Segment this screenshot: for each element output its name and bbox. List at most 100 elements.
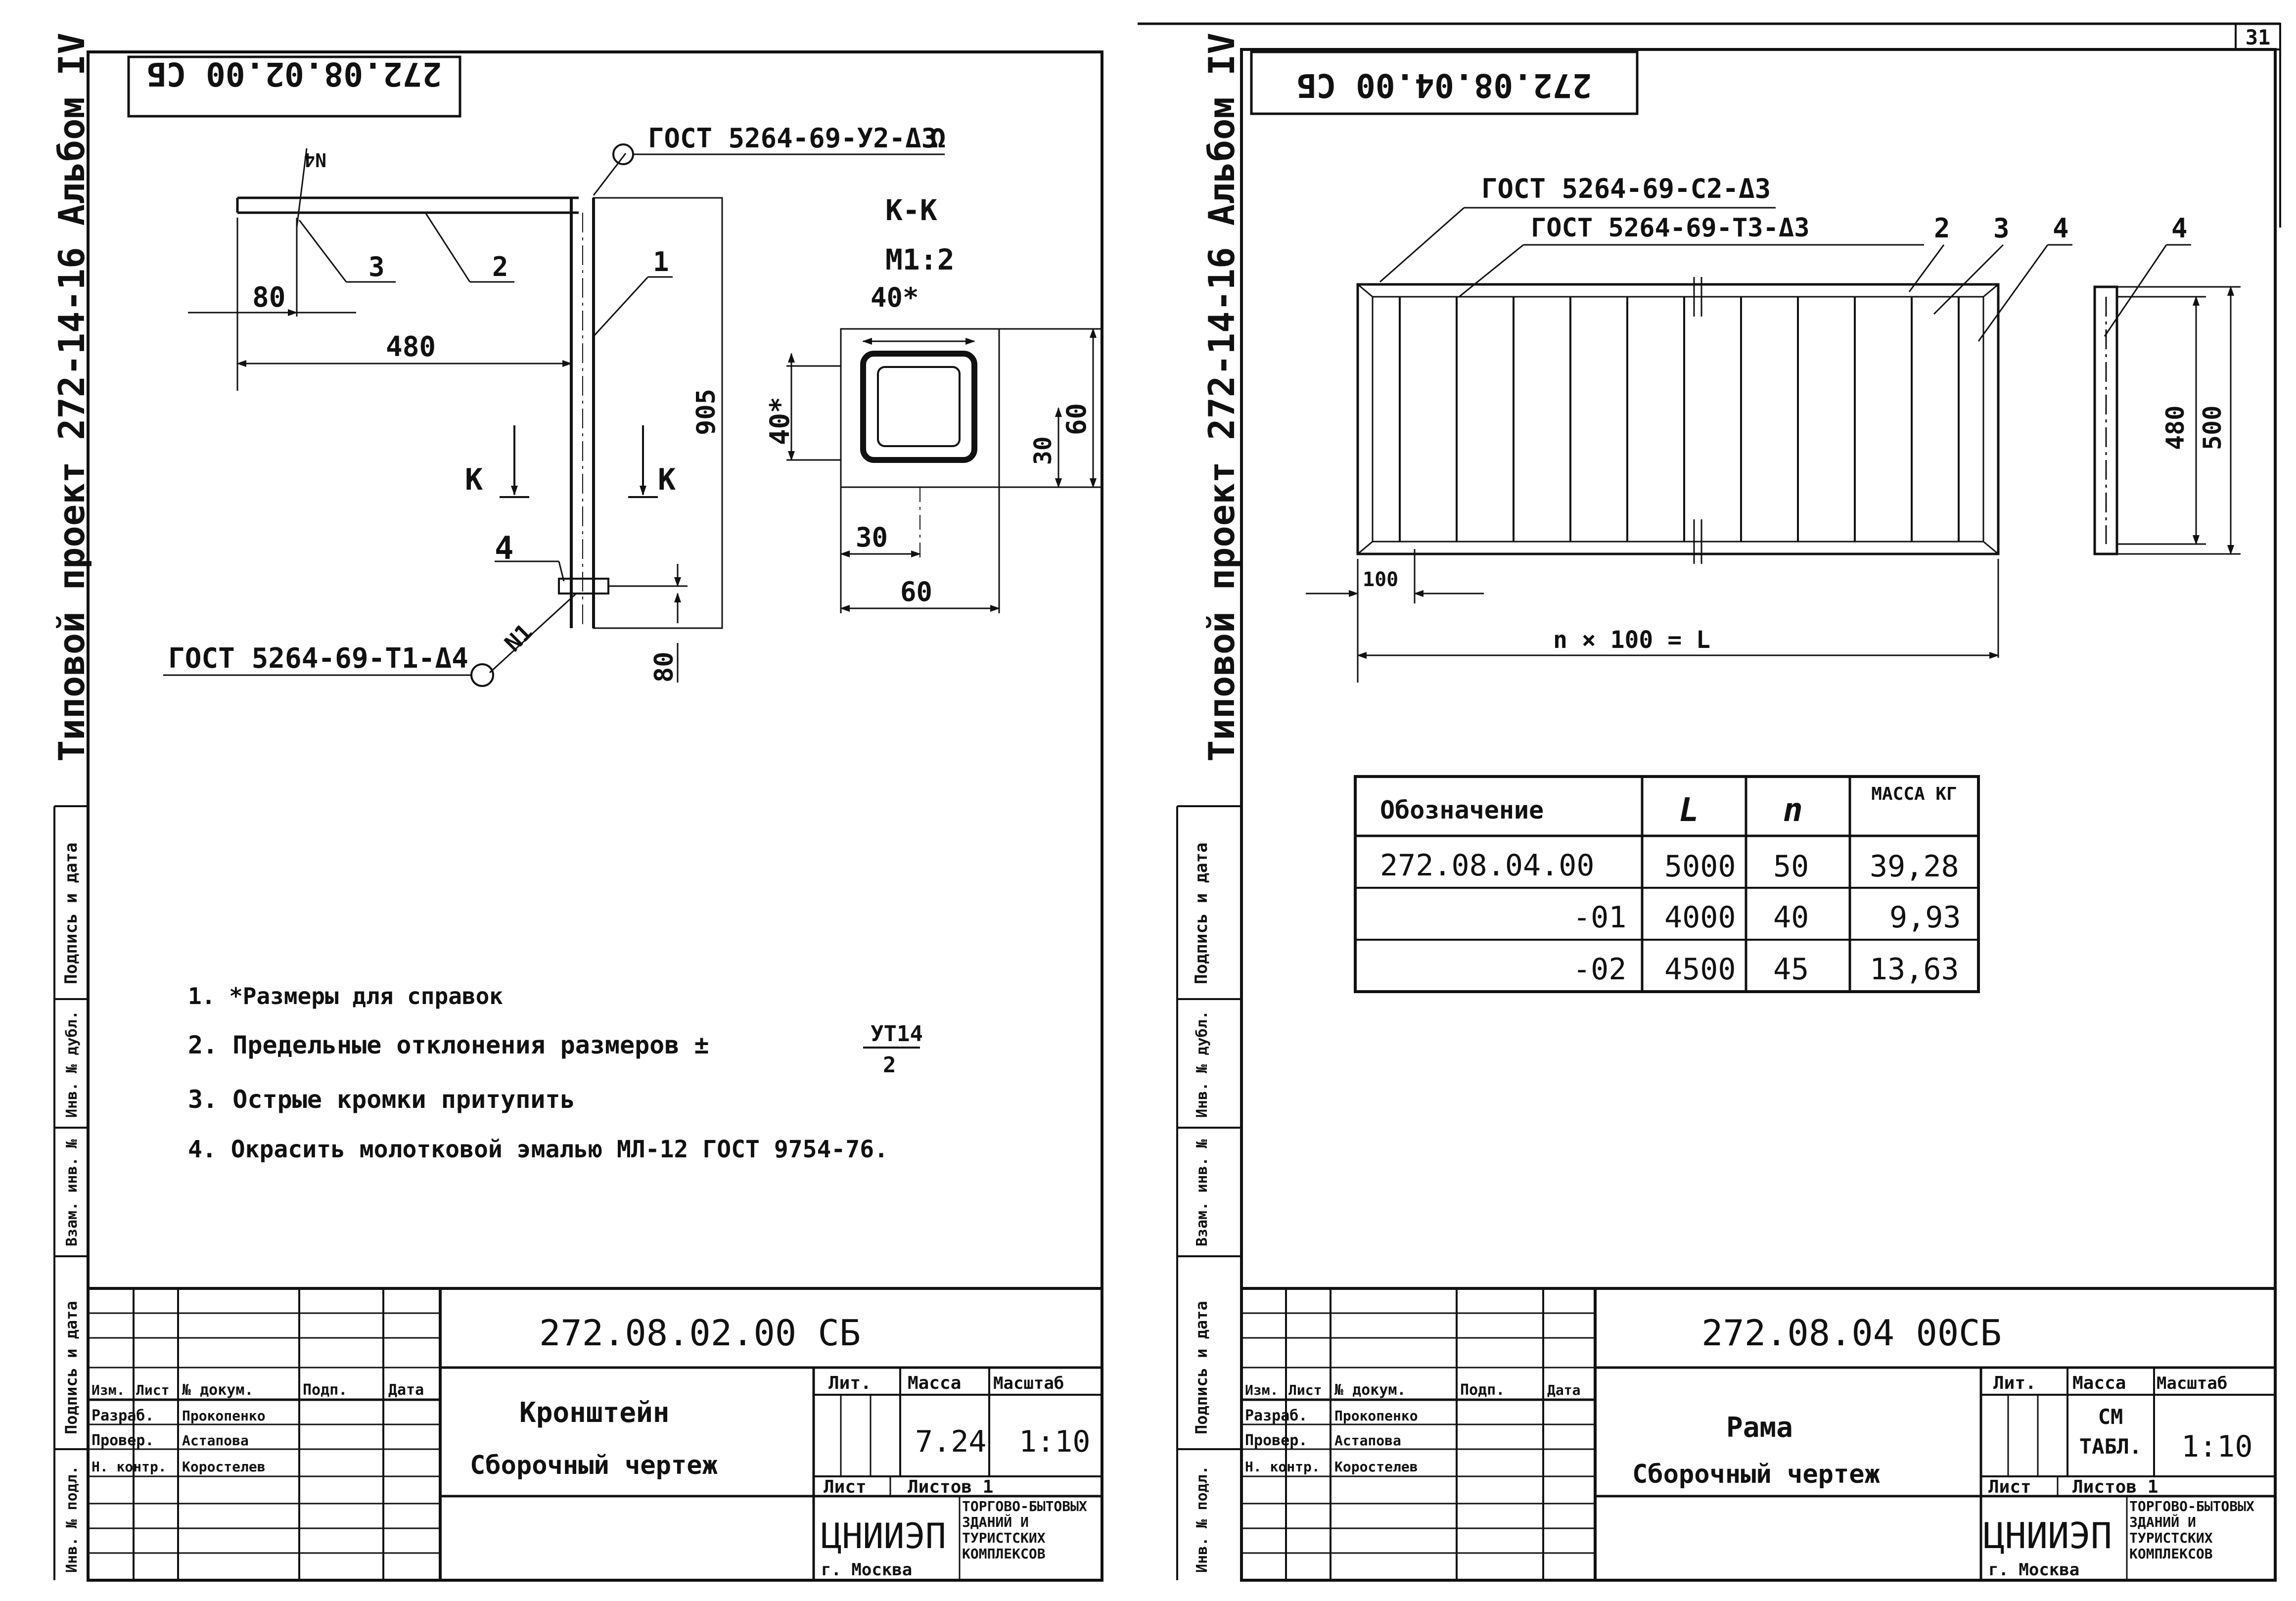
tb-left-org-desc-box: торгово-бытовых зданий и туристских комп… [962,1499,1087,1562]
tb-right-scale-label: Масштаб [2157,1373,2227,1393]
dim-100: 100 [1363,568,1398,591]
r-callout-4b: 4 [2171,213,2188,244]
tb-left-scale-label: Масштаб [993,1373,1064,1393]
tb-right-mass-label: Масса [2072,1373,2126,1393]
table-header-n: n [1783,791,1803,829]
table-header-mass: Масса кг [1871,784,1957,804]
section-scale: M1:2 [885,243,955,276]
dim-80: 80 [252,281,285,314]
tb-right-lit: Лит. [1993,1373,2036,1393]
callout-4: 4 [495,530,514,567]
row1-mass: 39,28 [1870,849,1959,884]
stamp-right: 272.08.04.00 СБ [1297,66,1592,104]
row1-l: 5000 [1664,849,1736,884]
side-field-5: Инв. № подл. [63,1465,81,1573]
tb-left-sheets: Листов 1 [908,1477,993,1497]
tb-left-lit: Лит. [828,1373,872,1393]
tb-left-sheet: Лист [824,1477,867,1497]
r-side-field-5: Инв. № подл. [1194,1465,1211,1573]
tb-right-code: 272.08.04 00СБ [1701,1312,2002,1354]
dim-480: 480 [386,331,436,363]
variants-table [1354,775,1980,993]
tb-right-role2: Провер. [1245,1432,1307,1449]
row2-designation: -01 [1573,900,1626,935]
row3-l: 4500 [1664,952,1736,987]
weld-1-label: ГОСТ 5264-69-С2-Δ3 [1481,173,1771,204]
page-number: 31 [2246,25,2271,49]
sheet-right-frame [1240,48,2277,1582]
dim-500-r: 500 [2198,406,2227,450]
tb-right-sheet: Лист [1988,1477,2031,1497]
tb-right-p1: Прокопенко [1334,1408,1418,1424]
side-field-3: Взам. инв. № [63,1139,81,1246]
tb-right-name: Рама [1726,1412,1793,1444]
row2-l: 4000 [1664,900,1736,935]
weld-n1: N1 [500,618,538,656]
note-1: 1. *Размеры для справок [188,983,503,1009]
r-callout-4: 4 [2053,213,2069,244]
tb-right-city: г. Москва [1988,1560,2079,1580]
tb-right-p3: Коростелев [1334,1459,1418,1475]
tb-right-h3: № докум. [1334,1381,1406,1399]
row1-designation: 272.08.04.00 [1380,848,1594,883]
tb-left-subtitle: Сборочный чертеж [470,1451,718,1480]
title-block-right [1241,1287,2275,1580]
tb-left-p2: Астапова [182,1432,249,1449]
tb-right-role3: Н. контр. [1245,1459,1320,1475]
dim-480-r: 480 [2161,406,2190,450]
r-side-field-1: Подпись и дата [1192,842,1211,984]
tb-right-h2: Лист [1288,1382,1322,1398]
tb-left-h4: Подп. [303,1381,347,1399]
dim-60-side: 60 [1061,403,1092,435]
tb-right-p2: Астапова [1334,1432,1401,1449]
row2-mass: 9,93 [1889,900,1961,935]
tb-left-mass: 7.24 [915,1424,987,1459]
dim-total: n × 100 = L [1553,626,1710,654]
tb-left-role2: Провер. [92,1432,154,1449]
tolerance-num: УТ14 [871,1021,923,1047]
dim-60-bottom: 60 [900,576,932,607]
notes-left: 1. *Размеры для справок 2. Предельные от… [188,983,923,1163]
dim-40x-side: 40* [764,397,795,445]
r-callout-3: 3 [1993,213,2010,244]
r-side-field-4: Подпись и дата [1192,1301,1211,1434]
row3-n: 45 [1773,952,1809,987]
tb-left-h1: Изм. [92,1382,125,1398]
tb-right-org-desc: торгово-бытовых зданий и туристских комп… [2129,1499,2254,1562]
tb-left-scale: 1:10 [1019,1424,1091,1459]
tb-left-p1: Прокопенко [182,1408,266,1424]
frame-drawing [1306,207,2241,683]
section-k-right: K [658,462,676,497]
table-header-designation: Обозначение [1380,796,1544,824]
note-4: 4. Окрасить молотковой эмалью МЛ-12 ГОСТ… [188,1136,888,1163]
tb-right-org-desc-box: торгово-бытовых зданий и туристских комп… [2129,1499,2254,1562]
tb-left-org: ЦНИИЭП [821,1516,946,1556]
sheet-right: Подпись и дата Инв. № дубл. Взам. инв. №… [1138,22,2281,1582]
note-3: 3. Острые кромки притупить [188,1085,575,1114]
dim-30-side: 30 [1029,436,1057,465]
weld-n4: N4 [304,149,326,171]
page-number-box: 31 [2235,23,2281,50]
stamp-left: 272.08.02.00 СБ [147,55,442,93]
note-2: 2. Предельные отклонения размеров ± [188,1031,709,1059]
tb-right-scale: 1:10 [2181,1429,2253,1464]
tb-left-p3: Коростелев [182,1459,266,1475]
r-side-project-title: Типовой проект 272-14-16 Альбом IV [1201,33,1242,762]
side-field-4: Подпись и дата [62,1301,81,1434]
weld-top-mark: Ω [930,123,946,154]
tb-left-org-desc: торгово-бытовых зданий и туристских комп… [962,1499,1087,1562]
side-field-2: Инв. № дубл. [63,1010,81,1118]
tb-left-name: Кронштейн [519,1397,669,1429]
title-block-left [88,1287,1102,1580]
section-k-left: K [465,462,483,497]
tb-right-mass: См табл. [2079,1405,2142,1459]
tb-left-role1: Разраб. [92,1407,154,1424]
dim-80-bottom: 80 [649,651,679,683]
row3-designation: -02 [1573,952,1626,987]
row3-mass: 13,63 [1870,952,1959,987]
r-side-field-2: Инв. № дубл. [1194,1010,1211,1118]
tb-left-code: 272.08.02.00 СБ [539,1312,861,1354]
tb-right-sheets: Листов 1 [2072,1477,2158,1497]
tb-right-h4: Подп. [1460,1381,1505,1399]
